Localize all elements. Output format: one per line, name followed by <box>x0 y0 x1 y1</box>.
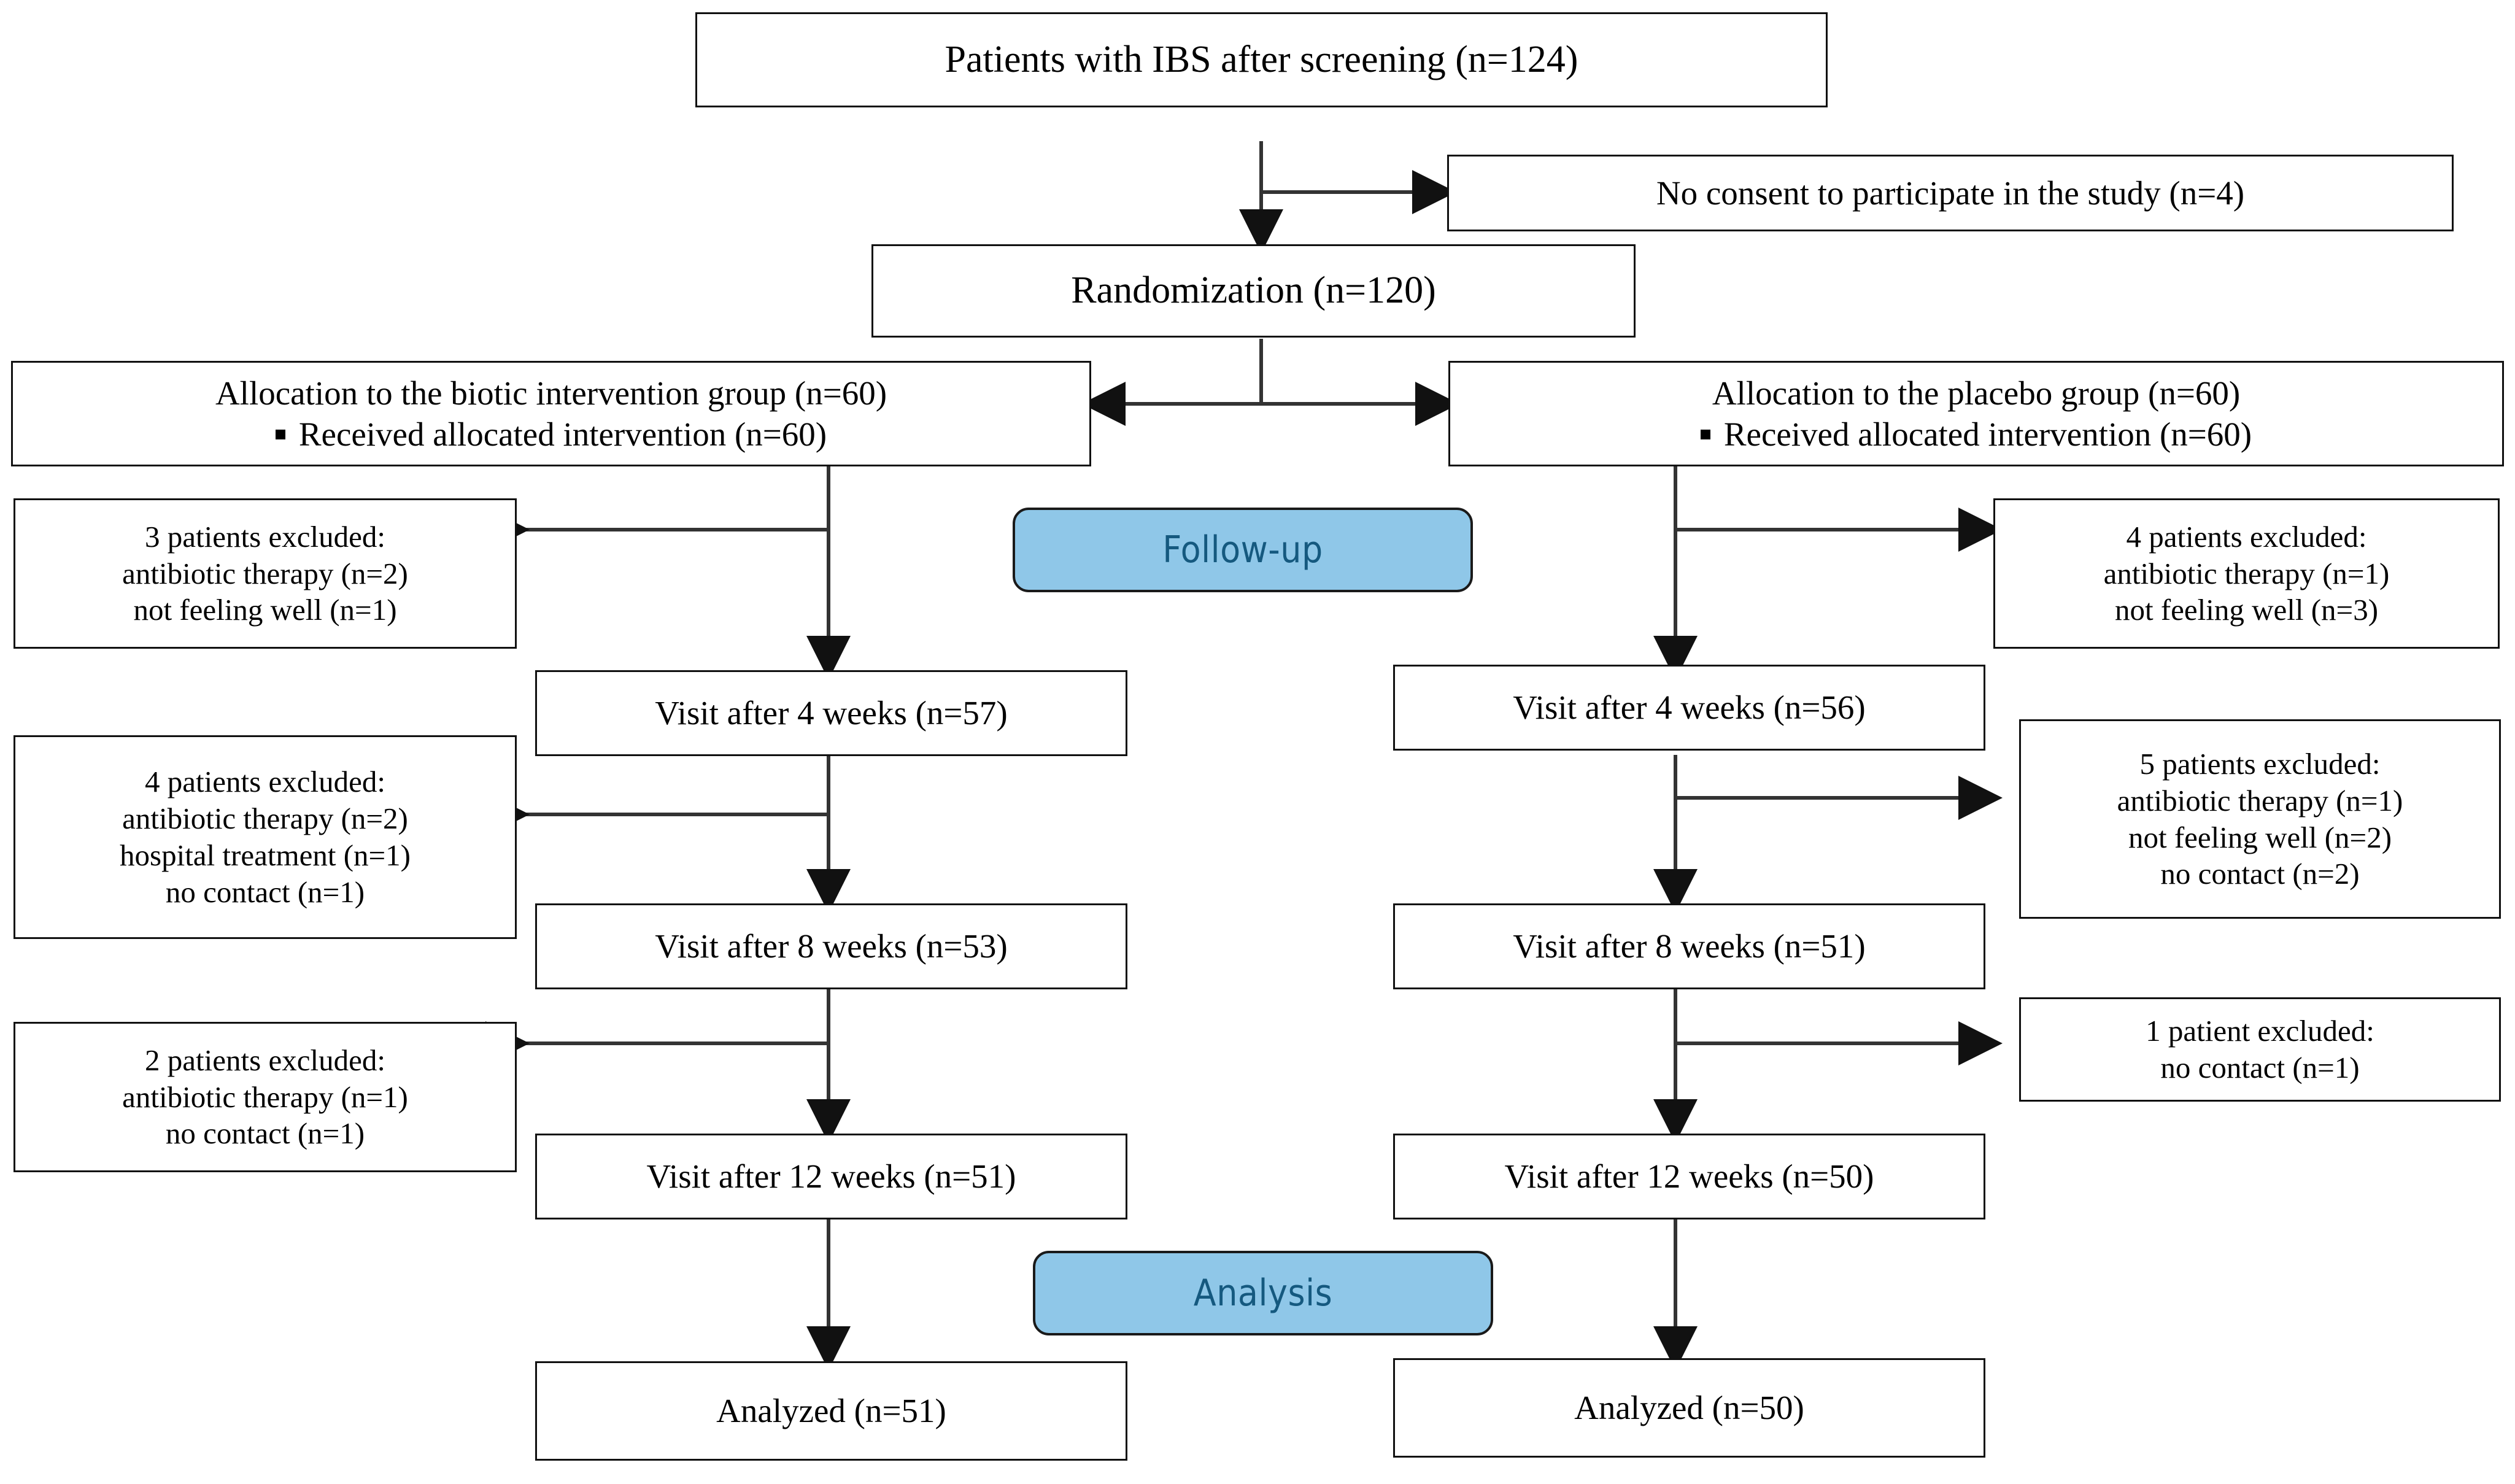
allocation-intervention-title: Allocation to the biotic intervention gr… <box>215 374 887 412</box>
biotic-exclusion-1-reason-1: antibiotic therapy (n=2) <box>122 556 408 590</box>
placebo-exclusion-3-reason-1: no contact (n=1) <box>2160 1051 2360 1084</box>
placebo-exclusion-2-header: 5 patients excluded: <box>2139 746 2381 781</box>
biotic-exclusion-2-header: 4 patients excluded: <box>145 765 385 799</box>
placebo-exclusion-2-reason-1: antibiotic therapy (n=1) <box>2117 783 2403 817</box>
biotic-exclusion-1-header: 3 patients excluded: <box>145 519 385 554</box>
node-placebo-exclusion-2: 5 patients excluded: antibiotic therapy … <box>2019 719 2501 919</box>
allocation-intervention-bullet: Received allocated intervention (n=60) <box>298 415 827 453</box>
node-placebo-exclusion-1: 4 patients excluded: antibiotic therapy … <box>1993 498 2500 649</box>
no-consent-label: No consent to participate in the study (… <box>1656 174 2245 212</box>
biotic-exclusion-3-header: 2 patients excluded: <box>145 1043 385 1077</box>
allocation-placebo-bullet: Received allocated intervention (n=60) <box>1723 415 2252 453</box>
biotic-visit-12-weeks-label: Visit after 12 weeks (n=51) <box>646 1157 1016 1196</box>
placebo-exclusion-1-reason-1: antibiotic therapy (n=1) <box>2103 556 2390 590</box>
node-biotic-visit-4-weeks: Visit after 4 weeks (n=57) <box>535 670 1127 756</box>
biotic-exclusion-1-reason-2: not feeling well (n=1) <box>133 593 397 627</box>
node-biotic-exclusion-3: 2 patients excluded: antibiotic therapy … <box>14 1022 517 1172</box>
node-allocation-intervention: Allocation to the biotic intervention gr… <box>11 361 1091 466</box>
biotic-analyzed-label: Analyzed (n=51) <box>716 1392 946 1430</box>
placebo-exclusion-3-header: 1 patient excluded: <box>2146 1014 2374 1048</box>
allocation-placebo-title: Allocation to the placebo group (n=60) <box>1712 374 2241 412</box>
node-placebo-visit-12-weeks: Visit after 12 weeks (n=50) <box>1393 1134 1985 1219</box>
stage-badge-follow-up-label: Follow-up <box>1162 528 1323 571</box>
stage-badge-analysis: Analysis <box>1033 1251 1493 1335</box>
screened-label: Patients with IBS after screening (n=124… <box>945 38 1578 80</box>
allocation-intervention-bullet-row: Received allocated intervention (n=60) <box>275 414 827 455</box>
biotic-exclusion-3-reason-2: no contact (n=1) <box>165 1116 365 1151</box>
node-randomization: Randomization (n=120) <box>871 244 1636 338</box>
bullet-square-icon <box>275 430 285 439</box>
node-placebo-exclusion-3: 1 patient excluded: no contact (n=1) <box>2019 997 2501 1102</box>
node-screened: Patients with IBS after screening (n=124… <box>695 12 1828 107</box>
randomization-label: Randomization (n=120) <box>1071 269 1436 312</box>
placebo-exclusion-1-reason-2: not feeling well (n=3) <box>2114 593 2379 627</box>
node-allocation-placebo: Allocation to the placebo group (n=60) R… <box>1448 361 2504 466</box>
placebo-analyzed-label: Analyzed (n=50) <box>1574 1389 1804 1427</box>
placebo-exclusion-2-reason-3: no contact (n=2) <box>2160 857 2360 891</box>
node-biotic-analyzed: Analyzed (n=51) <box>535 1361 1127 1461</box>
node-no-consent: No consent to participate in the study (… <box>1447 155 2454 231</box>
biotic-visit-4-weeks-label: Visit after 4 weeks (n=57) <box>655 694 1008 732</box>
allocation-placebo-bullet-row: Received allocated intervention (n=60) <box>1700 414 2252 455</box>
node-placebo-analyzed: Analyzed (n=50) <box>1393 1358 1985 1458</box>
node-biotic-exclusion-1: 3 patients excluded: antibiotic therapy … <box>14 498 517 649</box>
node-biotic-visit-12-weeks: Visit after 12 weeks (n=51) <box>535 1134 1127 1219</box>
placebo-exclusion-1-header: 4 patients excluded: <box>2126 519 2367 554</box>
stage-badge-follow-up: Follow-up <box>1013 508 1473 592</box>
placebo-visit-4-weeks-label: Visit after 4 weeks (n=56) <box>1513 689 1866 727</box>
node-placebo-visit-8-weeks: Visit after 8 weeks (n=51) <box>1393 903 1985 989</box>
biotic-visit-8-weeks-label: Visit after 8 weeks (n=53) <box>655 927 1008 965</box>
placebo-visit-12-weeks-label: Visit after 12 weeks (n=50) <box>1504 1157 1874 1196</box>
biotic-exclusion-3-reason-1: antibiotic therapy (n=1) <box>122 1080 408 1114</box>
biotic-exclusion-2-reason-3: no contact (n=1) <box>165 875 365 909</box>
placebo-exclusion-2-reason-2: not feeling well (n=2) <box>2128 820 2392 854</box>
node-placebo-visit-4-weeks: Visit after 4 weeks (n=56) <box>1393 665 1985 751</box>
node-biotic-visit-8-weeks: Visit after 8 weeks (n=53) <box>535 903 1127 989</box>
biotic-exclusion-2-reason-1: antibiotic therapy (n=2) <box>122 802 408 836</box>
placebo-visit-8-weeks-label: Visit after 8 weeks (n=51) <box>1513 927 1866 965</box>
bullet-square-icon <box>1700 430 1710 439</box>
stage-badge-analysis-label: Analysis <box>1193 1272 1333 1315</box>
node-biotic-exclusion-2: 4 patients excluded: antibiotic therapy … <box>14 735 517 939</box>
biotic-exclusion-2-reason-2: hospital treatment (n=1) <box>120 838 411 872</box>
